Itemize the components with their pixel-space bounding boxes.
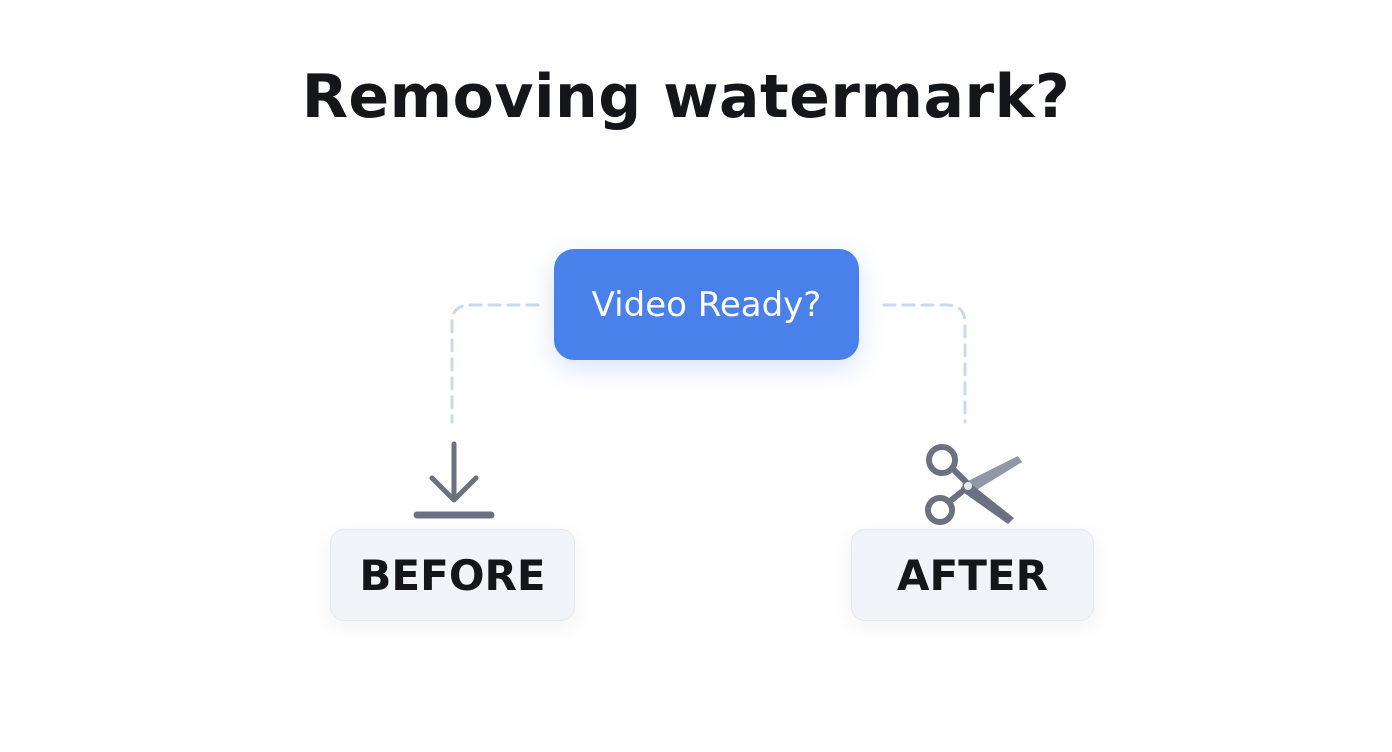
connector-left [450,303,540,424]
after-box[interactable]: AFTER [851,529,1094,621]
video-ready-node[interactable]: Video Ready? [554,249,859,360]
before-box[interactable]: BEFORE [330,529,575,621]
before-label: BEFORE [359,550,546,600]
after-label: AFTER [897,550,1048,600]
scissors-icon [925,444,1022,525]
page-title: Removing watermark? [301,62,1071,132]
video-ready-label: Video Ready? [591,284,822,325]
download-arrow-icon [413,441,495,519]
connector-right [882,303,967,424]
